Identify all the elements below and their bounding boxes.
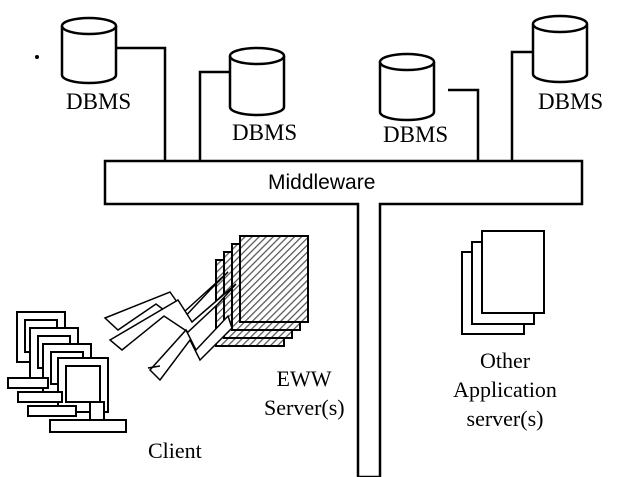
dbms-label-1: DBMS	[66, 89, 132, 114]
db-connectors	[115, 46, 535, 162]
dbms-label-4: DBMS	[538, 89, 604, 114]
eww-label: EWW Server(s)	[264, 364, 345, 422]
dbms-cylinder-3	[378, 52, 436, 122]
stray-dot	[35, 55, 39, 59]
client-eww-links	[103, 271, 237, 382]
other-label-line2: Application	[453, 377, 557, 402]
eww-servers-icon	[215, 235, 309, 347]
dbms-label-2: DBMS	[232, 120, 298, 145]
other-label-line1: Other	[479, 348, 531, 373]
other-application-label: Other Application server(s)	[450, 346, 560, 433]
client-label: Client	[148, 438, 202, 463]
middleware-label: Middleware	[268, 171, 376, 194]
eww-label-line2: Server(s)	[264, 395, 345, 420]
dbms-cylinder-2	[228, 46, 286, 117]
other-application-servers-icon	[461, 230, 545, 335]
client-workstations-icon	[7, 311, 127, 433]
eww-label-line1: EWW	[276, 366, 332, 391]
middleware-bus	[103, 159, 584, 477]
dbms-label-3: DBMS	[383, 122, 449, 147]
other-label-line3: server(s)	[466, 406, 544, 431]
dbms-cylinder-1	[60, 16, 118, 85]
dbms-cylinder-4	[531, 14, 589, 84]
